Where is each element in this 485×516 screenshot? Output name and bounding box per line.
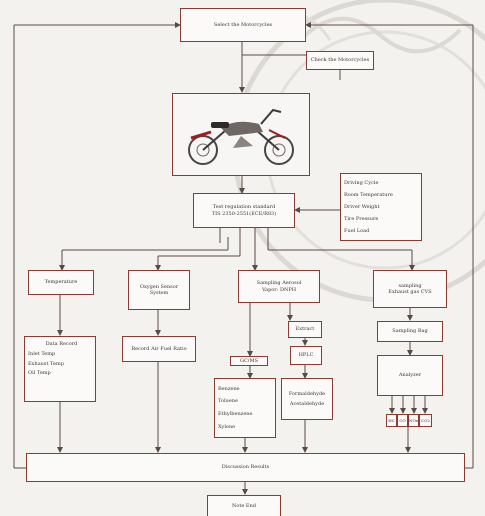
exhaust-sampling-box: sampling Exhaust gas CVS — [373, 270, 447, 308]
condition-item: Driver Weight — [344, 203, 380, 210]
gcms-results-box: Benzene Toluene Ethylbenzene Xylene — [214, 378, 276, 438]
sampling-vehicle-box: Sampling Aerosol Vapor: DNPH — [238, 270, 320, 303]
gas-output-box: NOx — [408, 414, 419, 427]
sampling-bag-label: Sampling Bag — [392, 328, 428, 335]
temperature-label: Temperature — [44, 279, 78, 286]
temperature-box: Temperature — [28, 270, 94, 295]
condition-item: Fuel Load — [344, 227, 370, 234]
start-box: Select the Motorcycles — [180, 8, 306, 42]
gcms-box: GC/MS — [230, 356, 268, 366]
oxygen-line-1: Oxygen Sensor — [139, 283, 179, 290]
start-label: Select the Motorcycles — [213, 21, 273, 28]
check-box: Check the Motorcycles — [306, 51, 374, 70]
gas-output-box: HC — [386, 414, 397, 427]
air-fuel-box: Record Air Fuel Ratio — [122, 336, 196, 362]
hplc-result-item: Acetaldehyde — [289, 400, 325, 407]
condition-item: Tire Pressure — [344, 215, 379, 222]
hplc-results-box: Formaldehyde Acetaldehyde — [281, 378, 333, 420]
sampling-bag-box: Sampling Bag — [377, 321, 443, 342]
condition-item: Room Temperature — [344, 191, 393, 198]
motorcycle-icon — [188, 108, 294, 165]
extract-label: Extract — [295, 326, 315, 333]
exhaust-line-2: Exhaust gas CVS — [388, 289, 432, 295]
data-record-title: Data Record — [45, 341, 78, 347]
gas-output-label: NOx — [408, 418, 419, 423]
oxygen-line-2: System — [149, 290, 169, 296]
gcms-result-item: Xylene — [218, 424, 236, 431]
discussion-box: Discussion Results — [26, 453, 465, 482]
test-standard-line-1: Test regulation standard — [212, 204, 276, 211]
test-standard-box: Test regulation standard TIS 2350-2551(E… — [193, 193, 295, 228]
gcms-label: GC/MS — [239, 357, 259, 364]
gcms-result-item: Ethylbenzene — [218, 411, 253, 418]
exhaust-line-1: sampling — [398, 282, 422, 289]
discussion-label: Discussion Results — [221, 464, 270, 471]
data-record-item: Exhaust Temp — [28, 360, 64, 367]
end-box: Note End — [207, 495, 281, 516]
hplc-result-item: Formaldehyde — [288, 391, 326, 398]
analyzer-box: Analyzer — [377, 355, 443, 396]
hplc-box: HPLC — [290, 346, 322, 365]
analyzer-label: Analyzer — [398, 372, 422, 379]
sampling-vehicle-line-1: Sampling Aerosol — [256, 280, 302, 287]
gas-output-box: CO — [397, 414, 408, 427]
gcms-result-item: Benzene — [218, 385, 240, 392]
motorcycle-image — [172, 93, 310, 176]
air-fuel-label: Record Air Fuel Ratio — [131, 345, 187, 352]
test-standard-line-2: TIS 2350-2551(ECE/R83) — [211, 210, 277, 217]
data-record-item: Inlet Temp — [28, 351, 56, 358]
gas-output-label: CO2 — [421, 418, 430, 423]
check-label: Check the Motorcycles — [310, 57, 370, 64]
conditions-box: Driving Cycle Room Temperature Driver We… — [340, 173, 422, 241]
extract-box: Extract — [288, 321, 322, 338]
hplc-label: HPLC — [298, 352, 314, 359]
gas-output-label: HC — [388, 418, 395, 423]
data-record-box: Data Record Inlet Temp Exhaust Temp Oil … — [24, 336, 96, 402]
data-record-item: Oil Temp — [28, 369, 51, 376]
condition-item: Driving Cycle — [344, 179, 379, 186]
sampling-vehicle-line-2: Vapor: DNPH — [261, 286, 297, 293]
gas-output-box: CO2 — [419, 414, 432, 427]
oxygen-sensor-box: Oxygen Sensor System — [128, 270, 190, 310]
gcms-result-item: Toluene — [218, 398, 238, 405]
gas-output-label: CO — [399, 418, 406, 423]
end-label: Note End — [231, 502, 256, 509]
